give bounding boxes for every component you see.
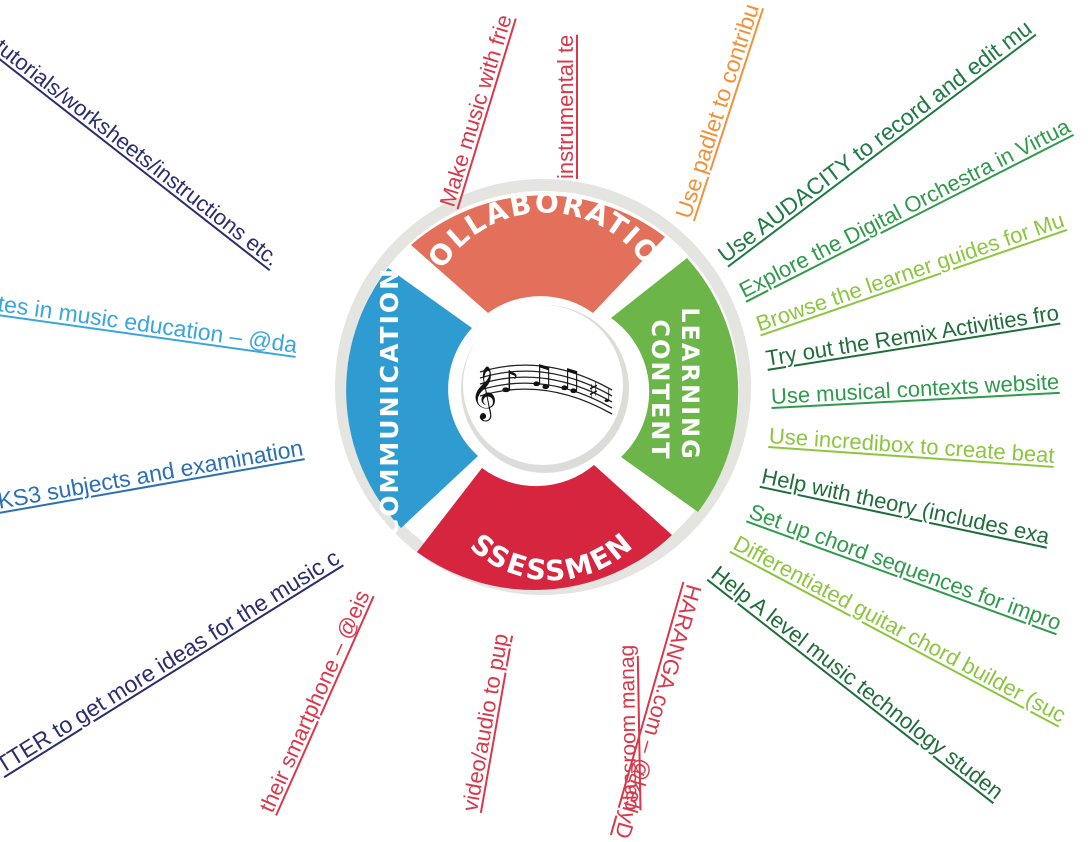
svg-text:♯: ♯ [588, 379, 599, 404]
svg-text:𝄞: 𝄞 [470, 365, 497, 421]
svg-text:♪: ♪ [500, 365, 519, 400]
learning-label-line2: CONTENT [646, 319, 674, 460]
ray-link-instrumental[interactable]: instrumental te [553, 34, 578, 179]
svg-text:♫: ♫ [556, 363, 583, 398]
collaboration-segment[interactable] [411, 195, 665, 313]
svg-text:♩: ♩ [603, 386, 612, 407]
hub-wheel: COLLABORATION ASSESSMENT COMMUNICATION L… [335, 179, 751, 595]
learning-content-segment[interactable] [611, 258, 739, 512]
assessment-segment[interactable] [417, 465, 672, 590]
communication-segment[interactable] [346, 268, 478, 528]
learning-label-line1: LEARNING [676, 307, 704, 461]
music-staff-notes-icon: 𝄞 ♪ ♫ ♫ ♯ ♩ [470, 359, 613, 421]
svg-text:♫: ♫ [528, 359, 555, 394]
communication-label: COMMUNICATION [375, 267, 404, 537]
